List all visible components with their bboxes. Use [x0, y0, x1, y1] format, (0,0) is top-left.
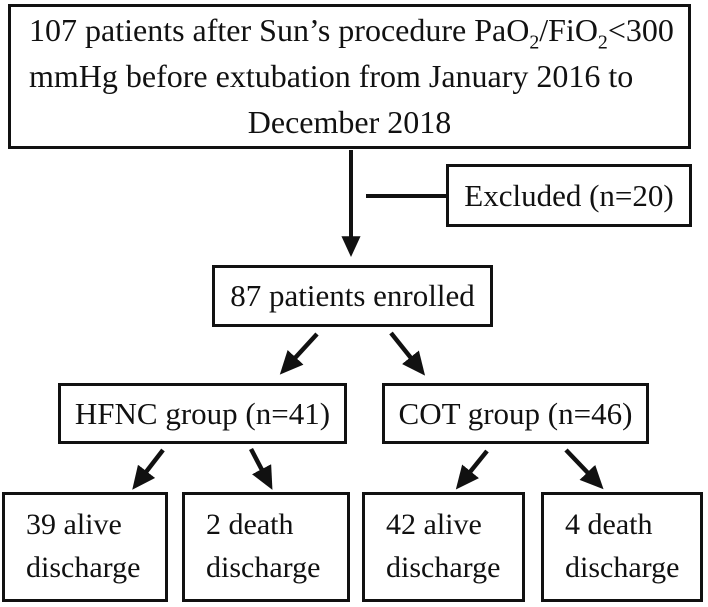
fio2-subscript: 2: [597, 31, 608, 54]
cot-alive-discharge-box: 42 alive discharge: [362, 492, 525, 602]
eligibility-line2: mmHg before extubation from January 2016…: [29, 58, 634, 94]
arrow-enrolled-to-hfnc: [279, 332, 319, 375]
eligibility-line3: December 2018: [247, 104, 452, 140]
arrow-hfnc-to-death: [249, 447, 273, 490]
outcome-count: 4 death: [565, 508, 653, 541]
hfnc-group-box: HFNC group (n=41): [58, 383, 347, 444]
outcome-count: 42 alive: [386, 508, 482, 541]
pao2-subscript: 2: [529, 31, 540, 54]
hfnc-alive-discharge-box: 39 alive discharge: [2, 492, 168, 602]
outcome-count: 39 alive: [26, 508, 122, 541]
eligibility-box: 107 patients after Sun’s procedure PaO2/…: [8, 4, 691, 149]
outcome-count: 2 death: [206, 508, 294, 541]
eligibility-line1-pre: 107 patients after Sun’s procedure PaO: [29, 12, 530, 48]
arrow-enrolled-to-cot: [389, 331, 426, 376]
excluded-box: Excluded (n=20): [446, 164, 692, 227]
outcome-label: discharge: [386, 551, 501, 584]
enrolled-box: 87 patients enrolled: [212, 265, 493, 327]
arrow-cot-to-death: [564, 448, 604, 490]
cot-group-box: COT group (n=46): [382, 383, 649, 444]
eligibility-line1-mid: /FiO: [539, 12, 598, 48]
arrow-hfnc-to-alive: [132, 448, 165, 490]
hfnc-death-discharge-box: 2 death discharge: [182, 492, 350, 602]
eligibility-line1: 107 patients after Sun’s procedure PaO2/…: [11, 7, 688, 53]
cot-death-discharge-box: 4 death discharge: [541, 492, 703, 602]
outcome-label: discharge: [206, 551, 321, 584]
outcome-label: discharge: [26, 551, 141, 584]
eligibility-line1-post: <300: [607, 12, 674, 48]
outcome-label: discharge: [565, 551, 680, 584]
arrow-cot-to-alive: [455, 449, 489, 490]
